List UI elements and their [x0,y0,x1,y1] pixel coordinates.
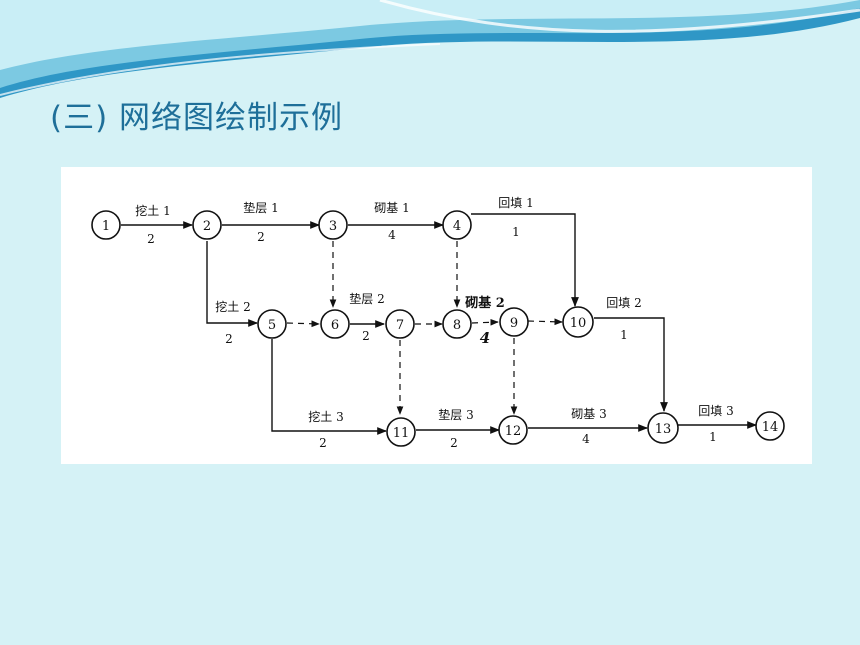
svg-text:9: 9 [510,316,518,331]
activity-label: 挖土 2 [215,299,250,314]
activity-duration: 2 [450,436,458,450]
svg-text:4: 4 [453,219,461,234]
arrow-2-5 [206,241,258,327]
arrow-10-13 [594,317,668,412]
activity-label: 垫层 2 [349,291,384,306]
node-3: 3 [318,210,348,240]
arrow-4-10 [471,213,579,307]
activity-duration: 2 [147,232,155,246]
activity-duration: 2 [362,329,370,343]
node-2: 2 [192,210,222,240]
activity-duration: 1 [512,225,520,239]
activity-label: 挖土 3 [308,409,343,424]
node-1: 1 [91,210,121,240]
node-13: 13 [647,412,679,444]
activity-duration: 4 [388,228,396,242]
activity-duration: 2 [225,332,233,346]
svg-text:5: 5 [268,318,276,333]
activity-label: 垫层 1 [243,200,278,215]
svg-text:10: 10 [570,316,587,331]
page-title: (三) 网络图绘制示例 [50,100,344,136]
node-12: 12 [498,415,528,445]
node-4: 4 [442,210,472,240]
activity-label: 回填 2 [606,296,641,310]
svg-text:13: 13 [655,422,672,437]
node-10: 10 [562,306,594,338]
activity-label: 砌基 3 [571,407,606,421]
svg-text:2: 2 [203,219,211,234]
dummy-arrow-9-10 [527,318,563,326]
activity-duration: 1 [620,328,628,342]
node-7: 7 [385,309,415,339]
network-diagram-svg: 1 2 3 4 5 6 7 8 9 10 11 12 13 14 挖土 1 2 … [91,196,785,450]
svg-text:8: 8 [453,318,461,333]
svg-text:3: 3 [329,219,337,234]
activity-duration: 4 [480,329,490,347]
activity-label: 回填 3 [698,404,733,418]
svg-text:11: 11 [393,426,410,441]
activity-duration: 1 [709,430,717,444]
activity-label: 回填 1 [498,196,533,210]
node-8: 8 [442,309,472,339]
activity-duration: 2 [319,436,327,450]
activity-label: 砌基 2 [464,295,505,311]
node-6: 6 [320,309,350,339]
activity-label: 垫层 3 [438,407,473,422]
activity-label: 砌基 1 [374,201,409,215]
arrow-8-9 [471,318,499,326]
arrow-5-11 [271,339,387,435]
activity-duration: 4 [582,432,590,446]
activity-duration: 2 [257,230,265,244]
dummy-arrow-5-6 [286,320,320,328]
svg-text:14: 14 [762,420,779,435]
node-14: 14 [755,411,785,441]
svg-text:7: 7 [396,318,404,333]
node-5: 5 [257,309,287,339]
node-9: 9 [499,307,529,337]
activity-label: 挖土 1 [135,203,170,218]
header-wave-decoration [0,0,860,98]
svg-text:6: 6 [331,318,339,333]
node-11: 11 [386,417,416,447]
network-diagram: 1 2 3 4 5 6 7 8 9 10 11 12 13 14 挖土 1 2 … [61,167,812,464]
svg-text:12: 12 [505,424,522,439]
svg-text:1: 1 [102,219,110,234]
